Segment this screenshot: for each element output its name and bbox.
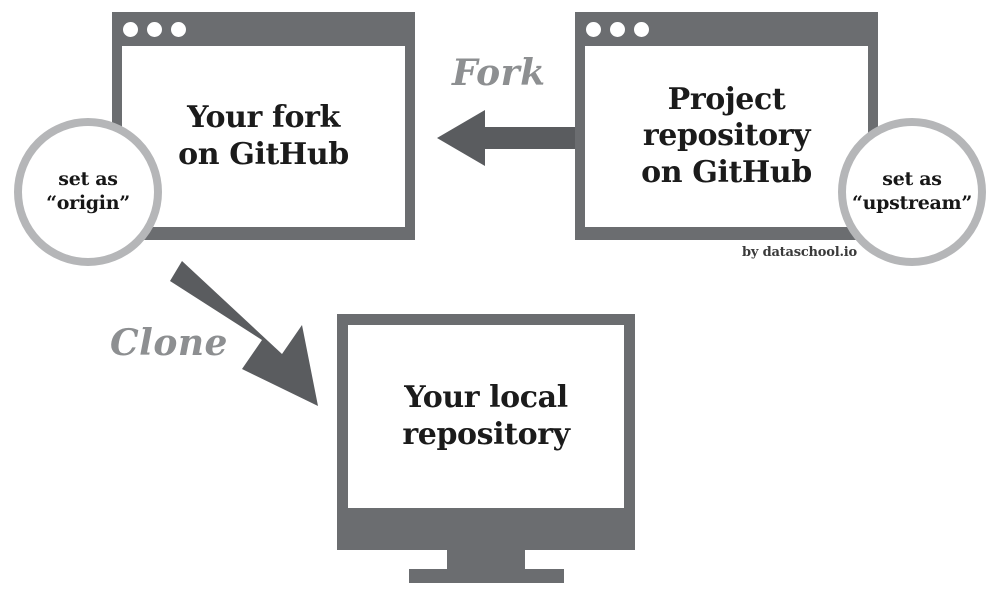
badge-origin-label: set as “origin” [46,168,130,214]
window-content: Your fork on GitHub [122,46,405,227]
badge-upstream-label: set as “upstream” [852,168,972,214]
project-repository-label: Project repository on GitHub [641,81,812,190]
browser-window-project-repository: Project repository on GitHub [575,12,878,240]
your-fork-label: Your fork on GitHub [178,99,349,172]
close-dot-icon [123,21,138,37]
window-titlebar [575,12,878,46]
browser-window-your-fork: Your fork on GitHub [112,12,415,240]
close-dot-icon [586,21,601,37]
minimize-dot-icon [147,21,162,37]
monitor-stand-neck [447,550,525,569]
badge-set-as-upstream: set as “upstream” [838,118,986,266]
fork-arrow-icon [437,110,577,166]
attribution-text: by dataschool.io [742,245,858,260]
fork-edge-label: Fork [452,52,546,94]
maximize-dot-icon [634,21,649,37]
window-titlebar [112,12,415,46]
clone-edge-label: Clone [110,322,228,364]
minimize-dot-icon [610,21,625,37]
badge-set-as-origin: set as “origin” [14,118,162,266]
maximize-dot-icon [171,21,186,37]
monitor-stand-base [409,569,564,583]
monitor-screen: Your local repository [348,325,624,508]
window-content: Project repository on GitHub [585,46,868,227]
your-local-repository-label: Your local repository [402,379,570,452]
desktop-monitor-local-repository: Your local repository [337,314,635,550]
